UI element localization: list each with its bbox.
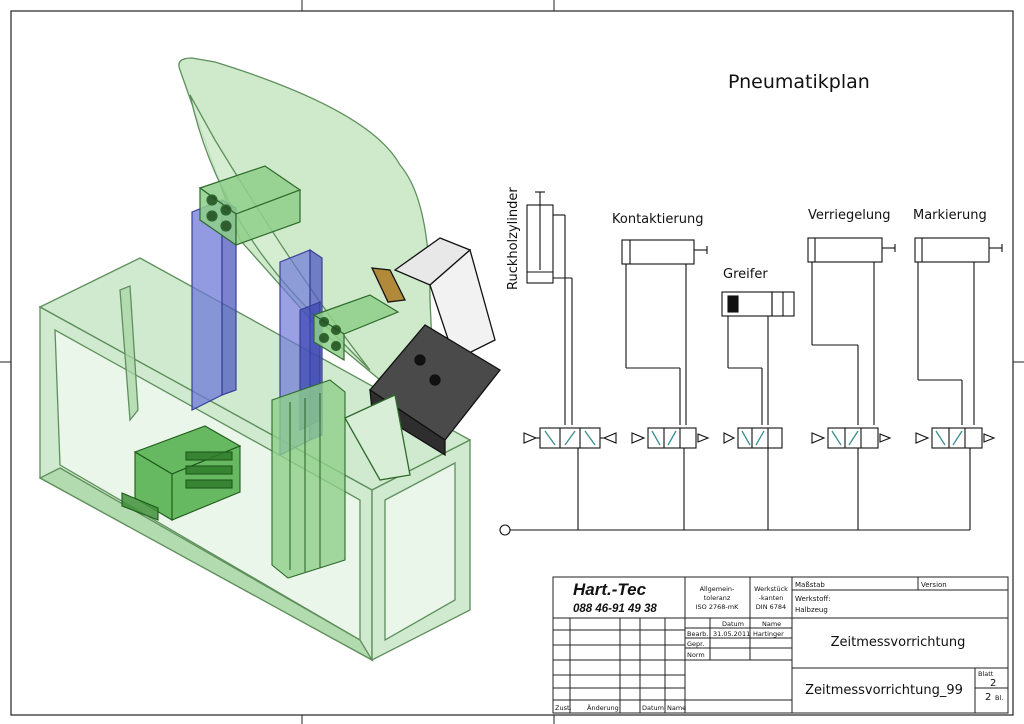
col-datum: Datum [722,620,744,628]
pneumatic-diagram [499,191,1003,536]
title-block [552,576,1009,714]
footer-aenderung: Änderung [587,703,619,712]
cylinder-markierung [914,237,1003,425]
valve-1 [523,427,617,530]
row-gepr: Gepr. [687,640,704,648]
sheet-suffix: Bl. [995,694,1003,702]
valve-terminal-3d [121,425,242,521]
assembly-3d-view [38,57,501,662]
gripper-symbol [721,291,795,425]
edges-line-1: Werkstück [754,585,788,593]
sheet-label: Blatt [978,670,994,678]
sheet-total: 2 [985,692,991,703]
tolerance-line-3: ISO 2768-mK [696,603,739,611]
valve-2 [631,427,710,530]
footer-name: Name [667,704,686,712]
supply-port-circle [499,524,511,536]
scale-label: Maßstab [795,581,825,589]
valve-4 [811,427,892,530]
sheet-number: 2 [990,678,996,689]
label-markierung: Markierung [913,208,987,223]
label-ruckholzylinder: Ruckholzylinder [506,187,521,290]
label-kontaktierung: Kontaktierung [612,212,703,227]
company-name: Hart.-Tec [573,580,647,599]
bearb-date: 31.05.2011 [713,630,750,638]
edges-line-3: DIN 6784 [756,603,786,611]
row-bearb: Bearb. [687,630,708,638]
footer-zust: Zust. [555,704,572,712]
valve-flow-arrows [544,430,963,446]
bearb-name: Hartinger [753,630,784,638]
drawing-number: Zeitmessvorrichtung_99 [805,683,963,698]
label-greifer: Greifer [723,267,768,282]
version-label: Version [921,581,947,589]
tolerance-line-1: Allgemein- [700,585,735,593]
tolerance-line-2: toleranz [704,594,731,602]
gripper-3d [344,237,501,481]
col-name: Name [762,620,781,628]
footer-datum: Datum [642,704,664,712]
cylinder-ruckhol [526,191,573,425]
drawing-title-text: Zeitmessvorrichtung [831,635,966,650]
row-norm: Norm [687,651,705,659]
company-phone: 088 46-91 49 38 [573,603,657,615]
material-label: Werkstoff: [795,595,831,603]
cylinder-verriegelung [807,237,896,425]
edges-line-2: -kanten [759,594,784,602]
vertical-slide [271,379,346,579]
diagram-title: Pneumatikplan [728,71,870,93]
semi-finished-label: Halbzeug [795,606,828,614]
label-verriegelung: Verriegelung [808,208,891,223]
cylinder-kontaktierung [621,239,708,425]
pneumatic-cylinders-3d [198,165,400,362]
valve-5 [915,427,996,530]
valve-3 [723,427,783,530]
